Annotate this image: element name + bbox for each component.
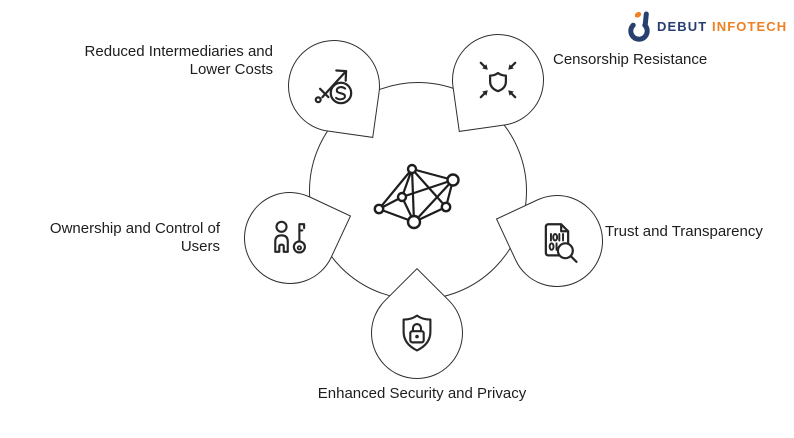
document-search-icon — [544, 223, 578, 264]
node-enhanced-security — [351, 267, 483, 399]
label-censorship-resistance: Censorship Resistance — [553, 51, 707, 69]
label-line: Reduced Intermediaries and — [84, 43, 273, 60]
shield-lock-icon — [402, 314, 432, 352]
debut-infotech-logo: DEBUT INFOTECH — [628, 10, 787, 42]
label-reduced-intermediaries: Reduced Intermediaries and Lower Costs — [40, 43, 273, 78]
logo-word-debut: DEBUT — [657, 18, 708, 34]
label-line: Enhanced Security and Privacy — [317, 385, 527, 402]
node-censorship-resistance — [446, 28, 550, 132]
label-line: Ownership and Control of — [49, 220, 220, 237]
node-trust-transparency — [495, 179, 619, 303]
label-trust-transparency: Trust and Transparency — [605, 223, 763, 241]
logo-wordmark: DEBUT INFOTECH — [657, 19, 787, 34]
node-reduced-intermediaries — [282, 34, 386, 138]
label-line: Users — [180, 237, 220, 255]
shield-arrows-icon — [479, 61, 517, 99]
network-mesh-icon — [373, 163, 460, 230]
sword-dollar-icon — [314, 69, 353, 105]
label-line: Trust and Transparency — [605, 223, 763, 240]
logo-word-infotech: INFOTECH — [712, 18, 788, 34]
label-line: Lower Costs — [189, 60, 273, 78]
label-ownership-control: Ownership and Control of Users — [18, 220, 220, 255]
user-key-icon — [274, 220, 306, 254]
debut-d-logo-icon — [628, 11, 650, 42]
node-ownership-control — [228, 176, 352, 300]
label-enhanced-security: Enhanced Security and Privacy — [297, 385, 547, 403]
label-line: Censorship Resistance — [553, 51, 708, 68]
